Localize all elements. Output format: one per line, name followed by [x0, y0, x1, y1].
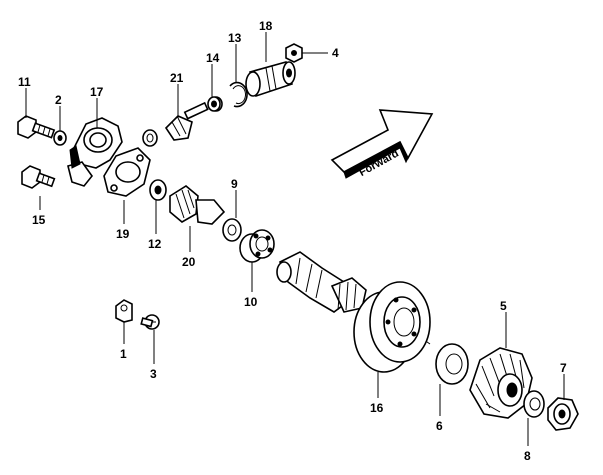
callout-7: 7 [560, 361, 567, 375]
forward-arrow: Forward [330, 109, 434, 179]
callout-16: 16 [370, 401, 384, 415]
callouts: 1 2 3 4 5 6 7 8 9 10 11 12 13 14 15 16 1… [18, 19, 567, 463]
callout-2: 2 [55, 93, 62, 107]
part-8-washer [523, 390, 545, 418]
part-5-bevel-gear [469, 347, 533, 419]
part-17-housing [67, 117, 123, 187]
callout-21: 21 [170, 71, 184, 85]
callout-20: 20 [182, 255, 196, 269]
part-14-washer [207, 96, 221, 112]
part-18-bushing [245, 61, 296, 98]
callout-6: 6 [436, 419, 443, 433]
callout-18: 18 [259, 19, 273, 33]
leader-lines [25, 32, 565, 446]
part-1-clip [115, 299, 133, 323]
part-6-shim [435, 343, 469, 385]
callout-11: 11 [18, 75, 31, 89]
callout-1: 1 [120, 347, 127, 361]
part-20-drive-gear [169, 185, 226, 225]
callout-19: 19 [116, 227, 130, 241]
part-2-washer [53, 130, 67, 146]
callout-17: 17 [90, 85, 104, 99]
callout-15: 15 [32, 213, 46, 227]
part-3-screw [140, 314, 160, 330]
callout-9: 9 [231, 177, 238, 191]
callout-4: 4 [332, 46, 339, 60]
part-12-washer [149, 179, 167, 201]
part-15-bolt [21, 165, 56, 189]
part-11-bolt [17, 115, 56, 139]
callout-3: 3 [150, 367, 157, 381]
callout-14: 14 [206, 51, 220, 65]
callout-5: 5 [500, 299, 507, 313]
callout-8: 8 [524, 449, 531, 463]
part-7-nut [547, 397, 579, 431]
callout-10: 10 [244, 295, 258, 309]
part-9-washer [222, 218, 242, 242]
callout-13: 13 [228, 31, 242, 45]
part-small-washer-upper [142, 129, 158, 147]
part-13-snap-ring [229, 81, 248, 108]
part-10-bearing [239, 229, 275, 263]
part-4-nut [285, 43, 303, 63]
part-main-shaft [276, 251, 431, 345]
part-16-ball-bearing [353, 281, 431, 373]
part-19-gasket [103, 147, 151, 197]
callout-12: 12 [148, 237, 162, 251]
